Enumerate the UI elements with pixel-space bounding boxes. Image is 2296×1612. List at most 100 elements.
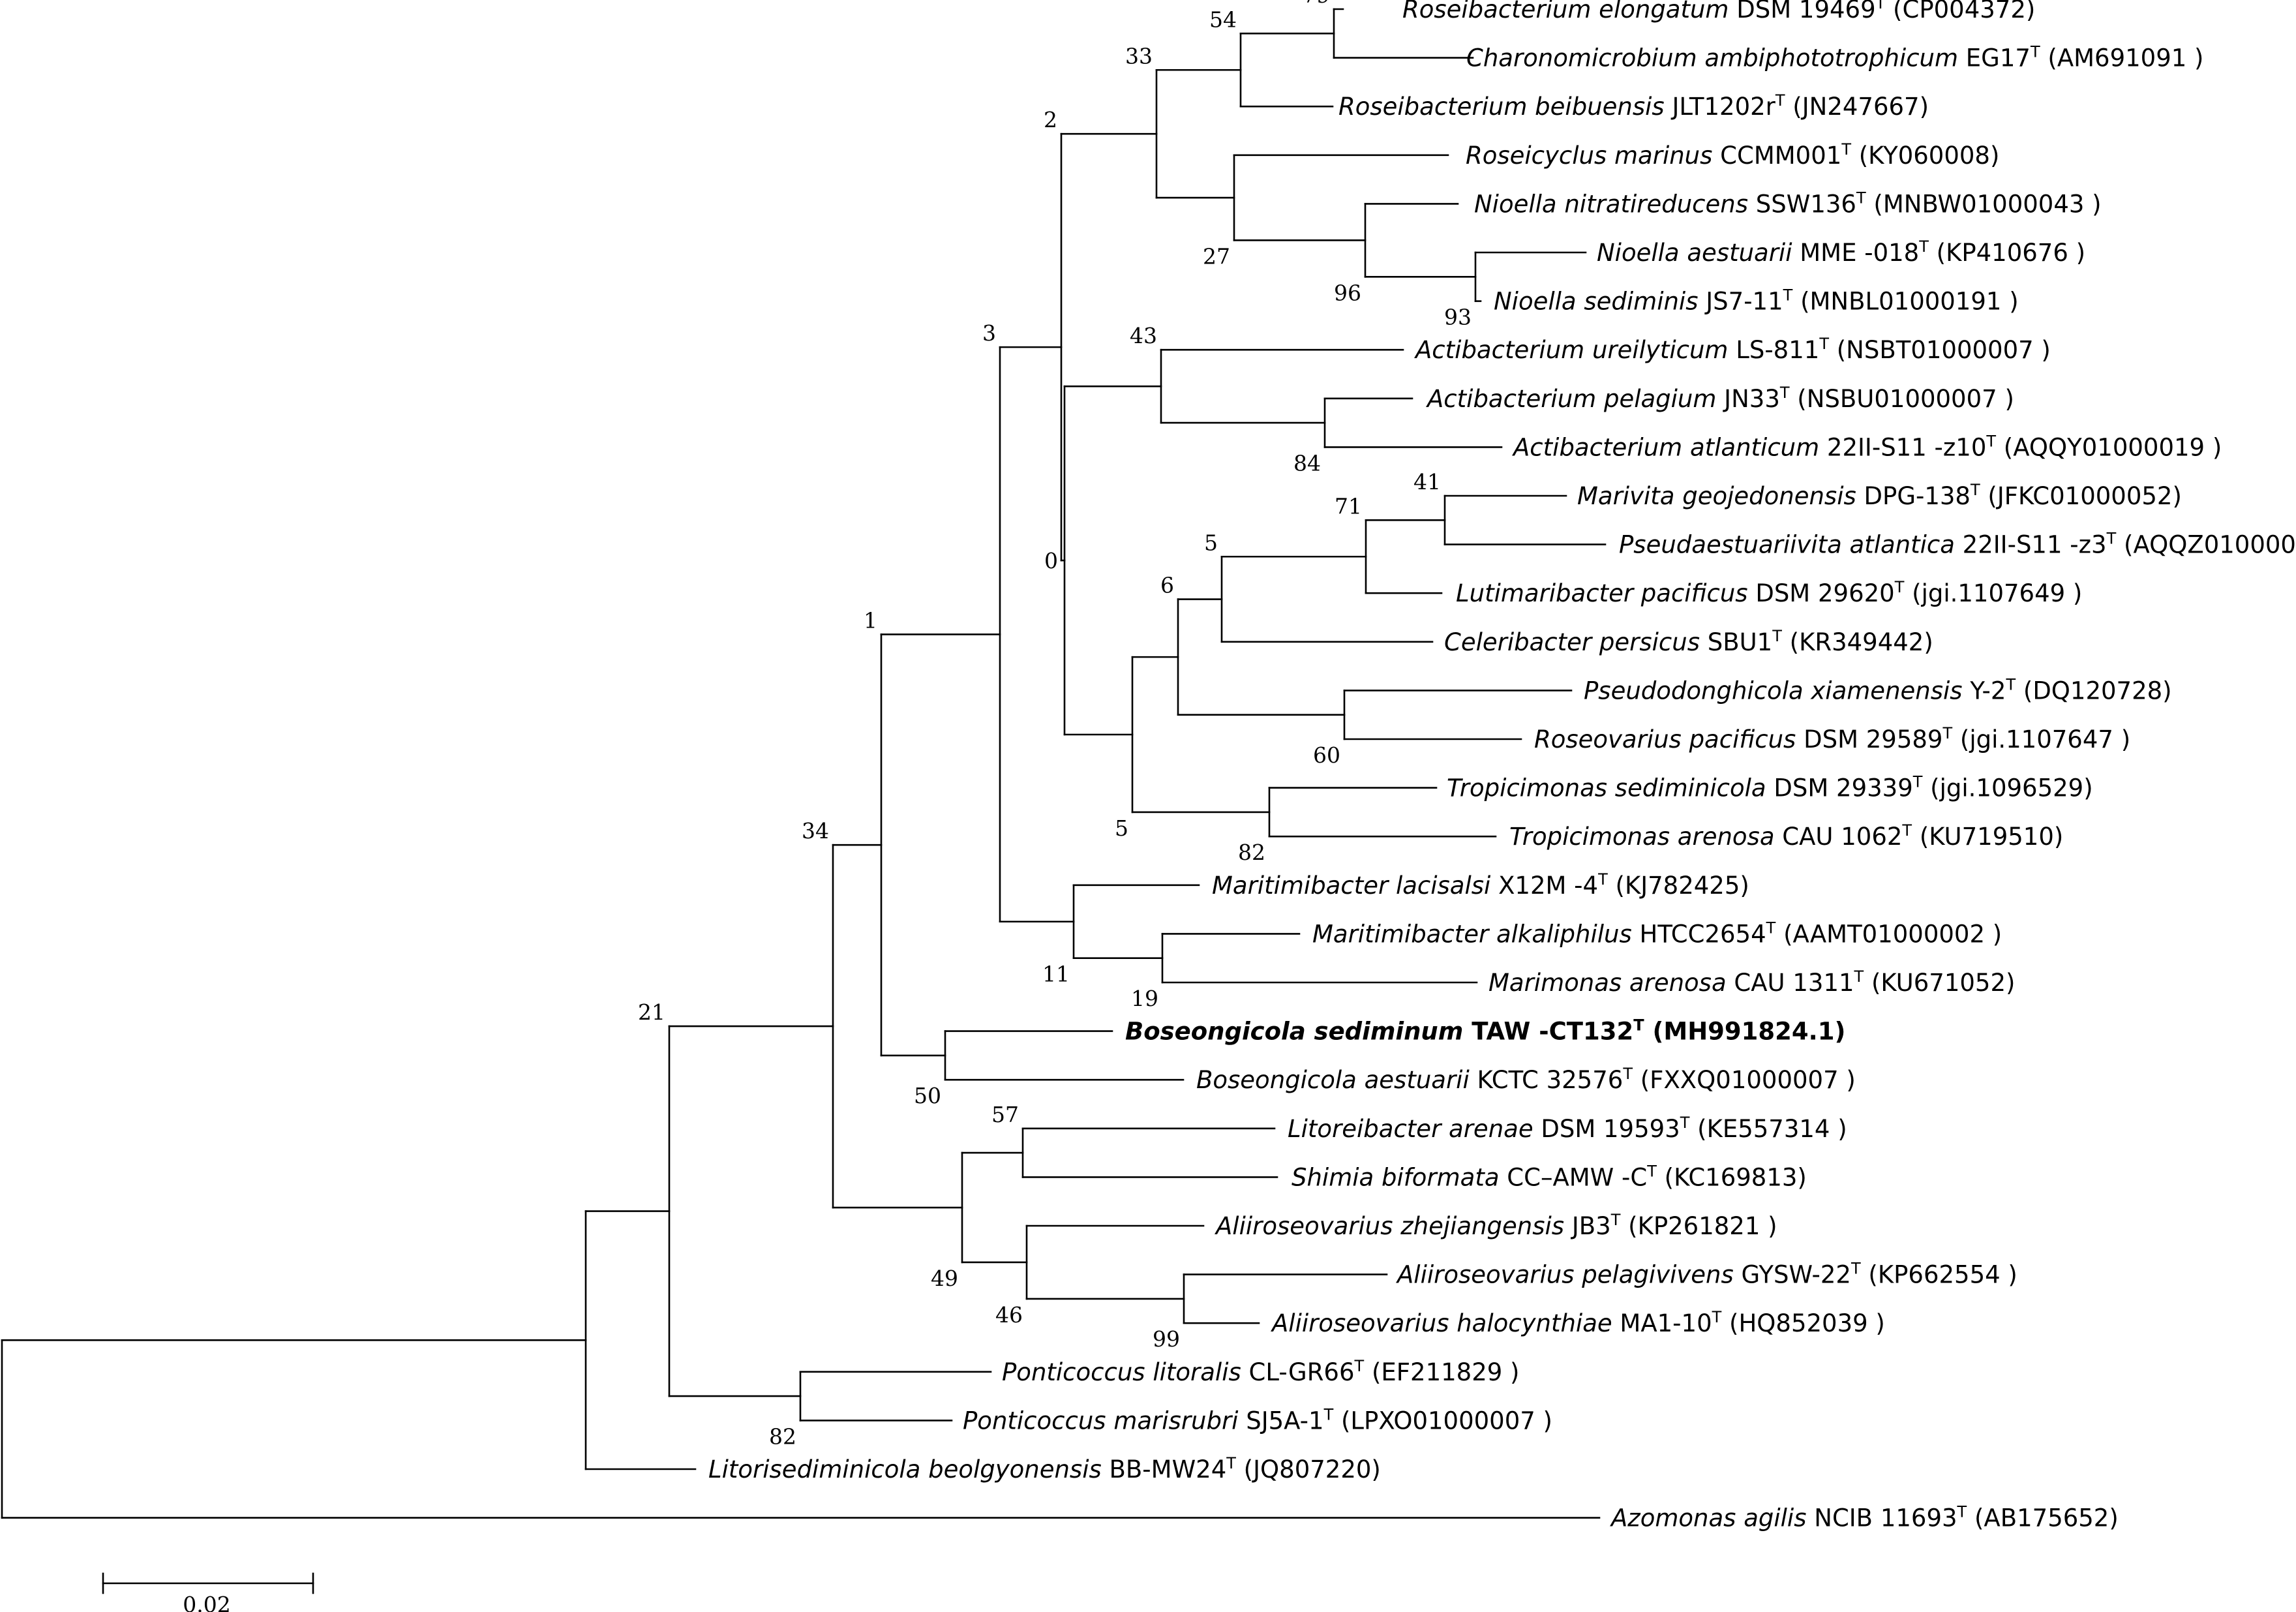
taxon-accession: (KU719510)	[1912, 823, 2063, 851]
taxon-label: Roseibacterium beibuensis JLT1202rT (JN2…	[1338, 91, 1929, 121]
taxon-label: Nioella sediminis JS7-11T (MNBL01000191 …	[1494, 286, 2019, 316]
type-strain-superscript: T	[1875, 0, 1886, 12]
type-strain-superscript: T	[1854, 967, 1864, 986]
bootstrap-value: 0	[1044, 548, 1058, 573]
taxon-strain: JLT1202r	[1665, 93, 1776, 121]
taxon-accession: (MNBW01000043 )	[1866, 190, 2102, 218]
taxon-accession: (FXXQ01000007 )	[1633, 1066, 1856, 1094]
taxon-label: Actibacterium pelagium JN33T (NSBU010000…	[1426, 384, 2014, 413]
taxon-species: Marivita geojedonensis	[1577, 482, 1856, 510]
taxon-accession: (jgi.1096529)	[1922, 774, 2092, 802]
taxon-label: Nioella nitratireducens SSW136T (MNBW010…	[1474, 189, 2102, 218]
taxon-species: Shimia biformata	[1292, 1163, 1500, 1191]
taxon-species: Tropicimonas sediminicola	[1447, 774, 1766, 802]
taxon-label: Nioella aestuarii MME -018T (KP410676 )	[1597, 237, 2085, 267]
taxon-label: Ponticoccus litoralis CL-GR66T (EF211829…	[1002, 1357, 1519, 1386]
taxon-strain: SJ5A-1	[1238, 1407, 1323, 1435]
taxon-label: Boseongicola aestuarii KCTC 32576T (FXXQ…	[1196, 1065, 1856, 1094]
taxon-label: Pseudaestuariivita atlantica 22II-S11 -z…	[1619, 530, 2296, 559]
bootstrap-value: 41	[1413, 469, 1441, 494]
taxon-strain: BB-MW24	[1102, 1455, 1226, 1483]
type-strain-superscript: T	[2106, 530, 2117, 548]
taxon-strain: SBU1	[1700, 628, 1772, 656]
type-strain-superscript: T	[1622, 1065, 1633, 1083]
taxon-strain: CCMM001	[1712, 142, 1841, 170]
taxon-label: Tropicimonas arenosa CAU 1062T (KU719510…	[1509, 821, 2063, 851]
taxon-species: Maritimibacter lacisalsi	[1212, 872, 1491, 900]
bootstrap-value: 5	[1115, 815, 1128, 841]
taxon-label: Roseicyclus marinus CCMM001T (KY060008)	[1466, 140, 1999, 170]
taxon-strain: HTCC2654	[1632, 920, 1766, 948]
taxon-accession: (KJ782425)	[1608, 872, 1749, 900]
type-strain-superscript: T	[1766, 919, 1776, 937]
taxon-strain: CAU 1311	[1727, 969, 1854, 997]
taxon-strain: KCTC 32576	[1470, 1066, 1624, 1094]
taxon-label: Marivita geojedonensis DPG-138T (JFKC010…	[1577, 481, 2182, 510]
type-strain-superscript: T	[1226, 1454, 1236, 1472]
taxon-strain: MME -018	[1792, 239, 1919, 267]
bootstrap-value: 21	[638, 999, 665, 1025]
taxon-strain: 22II-S11 -z3	[1955, 531, 2107, 559]
taxon-strain: TAW -CT132	[1463, 1018, 1633, 1046]
type-strain-superscript: T	[1957, 1503, 1967, 1521]
type-strain-superscript: T	[1633, 1016, 1644, 1035]
taxon-species: Celeribacter persicus	[1444, 628, 1700, 656]
taxon-accession: (KE557314 )	[1689, 1115, 1847, 1143]
taxon-strain: DSM 19469	[1729, 0, 1875, 23]
taxon-species: Roseibacterium elongatum	[1402, 0, 1729, 23]
type-strain-superscript: T	[1680, 1114, 1690, 1132]
taxon-accession: (JQ807220)	[1236, 1455, 1381, 1483]
bootstrap-value: 43	[1130, 323, 1157, 348]
taxon-label: Litorisediminicola beolgyonensis BB-MW24…	[708, 1454, 1381, 1483]
taxon-accession: (jgi.1107649 )	[1904, 579, 2082, 607]
taxon-strain: DPG-138	[1856, 482, 1971, 510]
taxon-accession: (EF211829 )	[1364, 1358, 1519, 1386]
taxon-strain: CAU 1062	[1775, 823, 1903, 851]
taxon-label: Aliiroseovarius halocynthiae MA1-10T (HQ…	[1271, 1308, 1885, 1337]
type-strain-superscript: T	[2030, 43, 2040, 61]
taxon-species: Boseongicola aestuarii	[1196, 1066, 1470, 1094]
taxon-strain: CC–AMW -C	[1500, 1163, 1648, 1191]
bootstrap-value: 19	[1131, 986, 1158, 1011]
taxon-label: Actibacterium ureilyticum LS-811T (NSBT0…	[1414, 335, 2051, 364]
type-strain-superscript: T	[1775, 91, 1785, 110]
bootstrap-values: 7954939627338443417156068250219113501579…	[638, 0, 1472, 1449]
taxon-species: Ponticoccus marisrubri	[963, 1407, 1239, 1435]
taxon-label: Aliiroseovarius pelagivivens GYSW-22T (K…	[1396, 1260, 2017, 1289]
taxon-label: Actibacterium atlanticum 22II-S11 -z10T …	[1512, 432, 2222, 461]
taxon-accession: (AAMT01000002 )	[1775, 920, 2002, 948]
taxon-species: Aliiroseovarius zhejiangensis	[1215, 1212, 1564, 1240]
taxon-species: Roseicyclus marinus	[1466, 142, 1712, 170]
type-strain-superscript: T	[1819, 335, 1829, 353]
taxon-species: Actibacterium atlanticum	[1512, 433, 1819, 461]
bootstrap-value: 1	[864, 607, 877, 633]
bootstrap-value: 11	[1042, 962, 1070, 987]
type-strain-superscript: T	[2005, 675, 2016, 693]
taxon-strain: 22II-S11 -z10	[1819, 433, 1986, 461]
type-strain-superscript: T	[1912, 773, 1923, 791]
taxon-strain: JN33	[1716, 385, 1779, 413]
taxon-accession: (JFKC01000052)	[1980, 482, 2182, 510]
type-strain-superscript: T	[1970, 481, 1980, 499]
type-strain-superscript: T	[1901, 821, 1912, 840]
scale-bar: 0.02	[102, 1572, 314, 1612]
bootstrap-value: 60	[1313, 742, 1340, 768]
type-strain-superscript: T	[1646, 1162, 1657, 1180]
taxon-strain: JS7-11	[1699, 288, 1783, 316]
type-strain-superscript: T	[1841, 140, 1851, 159]
type-strain-superscript: T	[1323, 1405, 1334, 1423]
type-strain-superscript: T	[1850, 1260, 1861, 1278]
taxon-accession: (AB175652)	[1967, 1504, 2119, 1532]
taxon-species: Aliiroseovarius pelagivivens	[1396, 1261, 1734, 1289]
bootstrap-value: 82	[769, 1423, 796, 1449]
taxon-strain: EG17	[1958, 44, 2031, 72]
taxon-species: Nioella nitratireducens	[1474, 190, 1748, 218]
taxon-accession: (KY060008)	[1851, 142, 1999, 170]
taxon-strain: DSM 19593	[1533, 1115, 1680, 1143]
taxon-label: Maritimibacter alkaliphilus HTCC2654T (A…	[1312, 919, 2002, 948]
taxon-accession: (KP410676 )	[1929, 239, 2085, 267]
taxon-label: Roseibacterium elongatum DSM 19469T (CP0…	[1402, 0, 2035, 23]
taxon-accession: (NSBT01000007 )	[1829, 336, 2051, 364]
bootstrap-value: 2	[1044, 107, 1057, 132]
